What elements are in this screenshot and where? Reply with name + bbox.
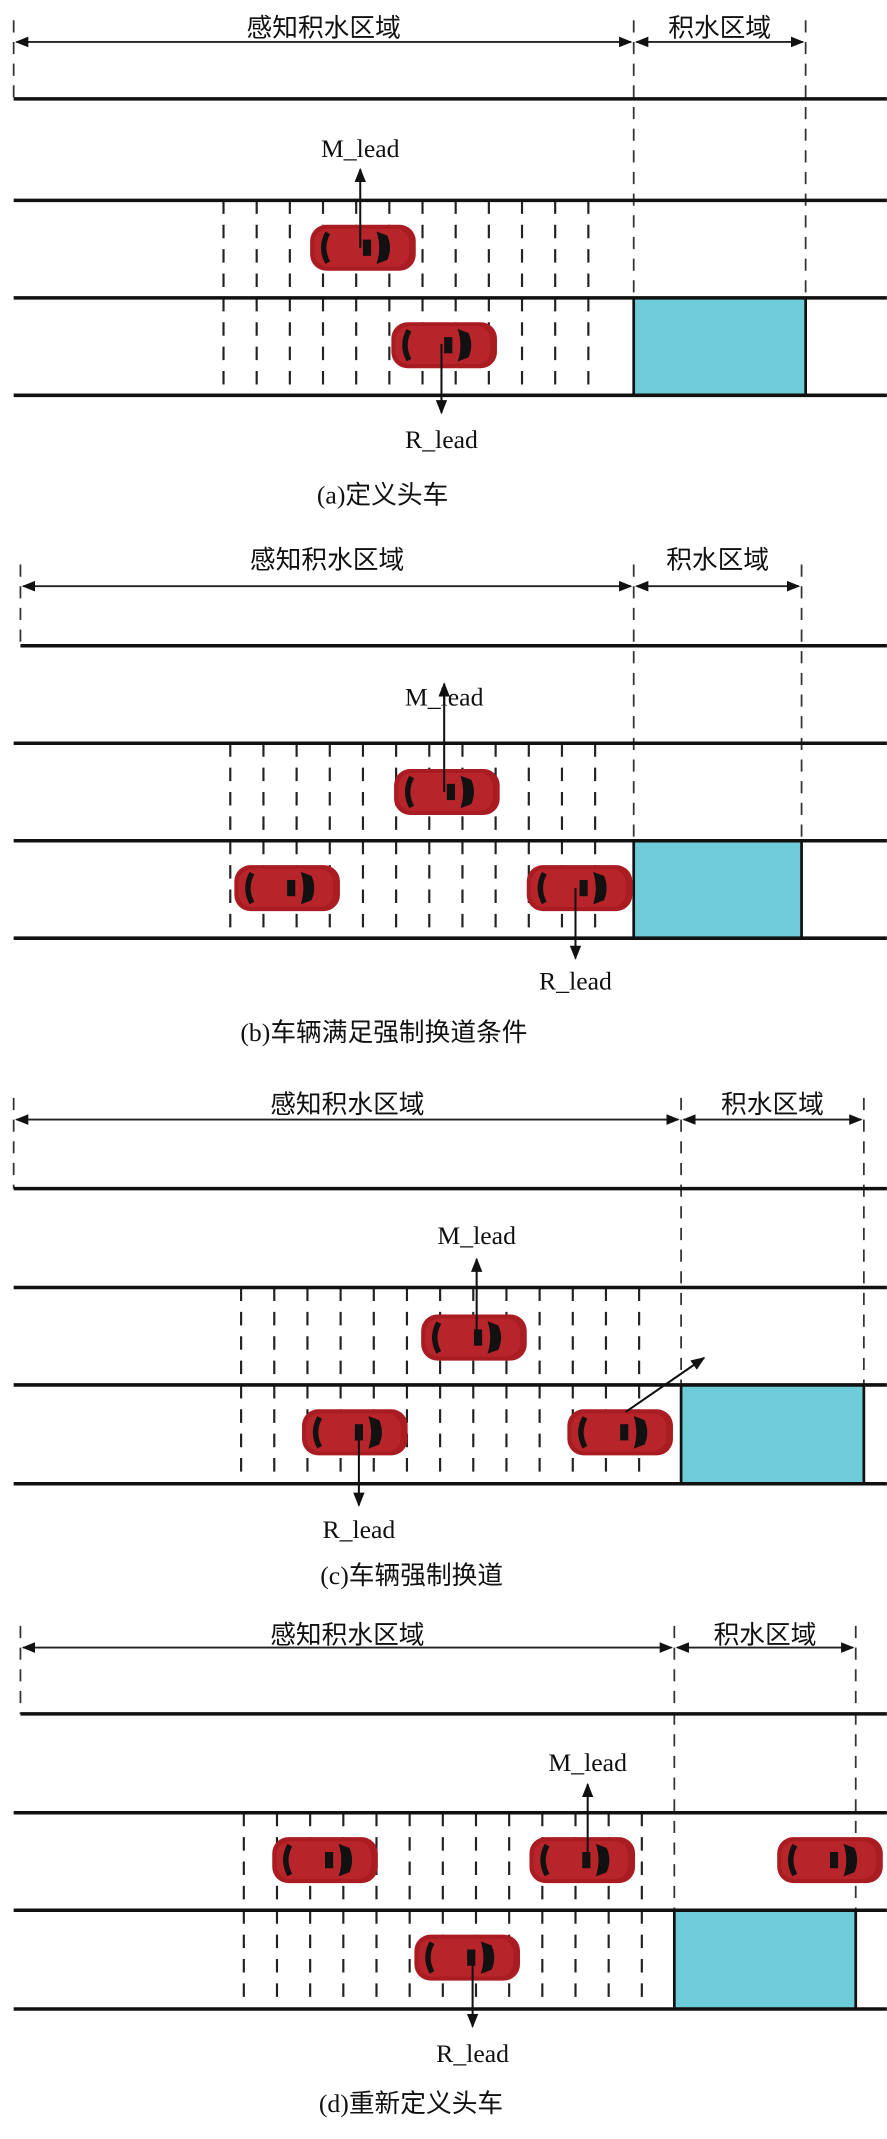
perception-zone-label: 感知积水区域 — [270, 1621, 424, 1651]
car — [310, 225, 416, 271]
water-zone-label: 积水区域 — [668, 14, 771, 44]
m-lead-label: M_lead — [548, 1748, 627, 1777]
m-lead-label: M_lead — [437, 1221, 516, 1250]
m-lead-label: M_lead — [321, 134, 400, 163]
m-lead-label: M_lead — [405, 682, 484, 711]
panel-caption: (d)重新定义头车 — [319, 2089, 503, 2118]
water-zone-label: 积水区域 — [714, 1621, 817, 1651]
panel-caption: (c)车辆强制换道 — [320, 1561, 503, 1590]
car — [272, 1837, 378, 1883]
car — [529, 1837, 635, 1883]
car — [394, 769, 500, 815]
car — [302, 1409, 408, 1455]
perception-zone-label: 感知积水区域 — [247, 14, 401, 44]
panel-caption: (a)定义头车 — [317, 481, 448, 510]
water-zone-label: 积水区域 — [666, 546, 769, 576]
r-lead-label: R_lead — [539, 967, 612, 996]
r-lead-label: R_lead — [322, 1515, 395, 1544]
r-lead-label: R_lead — [405, 425, 478, 454]
water-area — [672, 1908, 858, 2011]
car — [567, 1409, 673, 1455]
water-zone-label: 积水区域 — [721, 1090, 824, 1120]
water-area — [679, 1383, 866, 1486]
r-lead-label: R_lead — [436, 2039, 509, 2068]
water-area — [632, 296, 807, 397]
car — [777, 1837, 883, 1883]
car — [527, 865, 633, 911]
perception-zone-label: 感知积水区域 — [250, 546, 404, 576]
car — [414, 1935, 520, 1981]
lane-change-arrow — [625, 1357, 706, 1413]
car — [391, 322, 497, 368]
panel-caption: (b)车辆满足强制换道条件 — [240, 1018, 527, 1047]
perception-zone-label: 感知积水区域 — [270, 1090, 424, 1120]
car — [234, 865, 340, 911]
water-area — [632, 839, 803, 940]
car — [421, 1315, 527, 1361]
